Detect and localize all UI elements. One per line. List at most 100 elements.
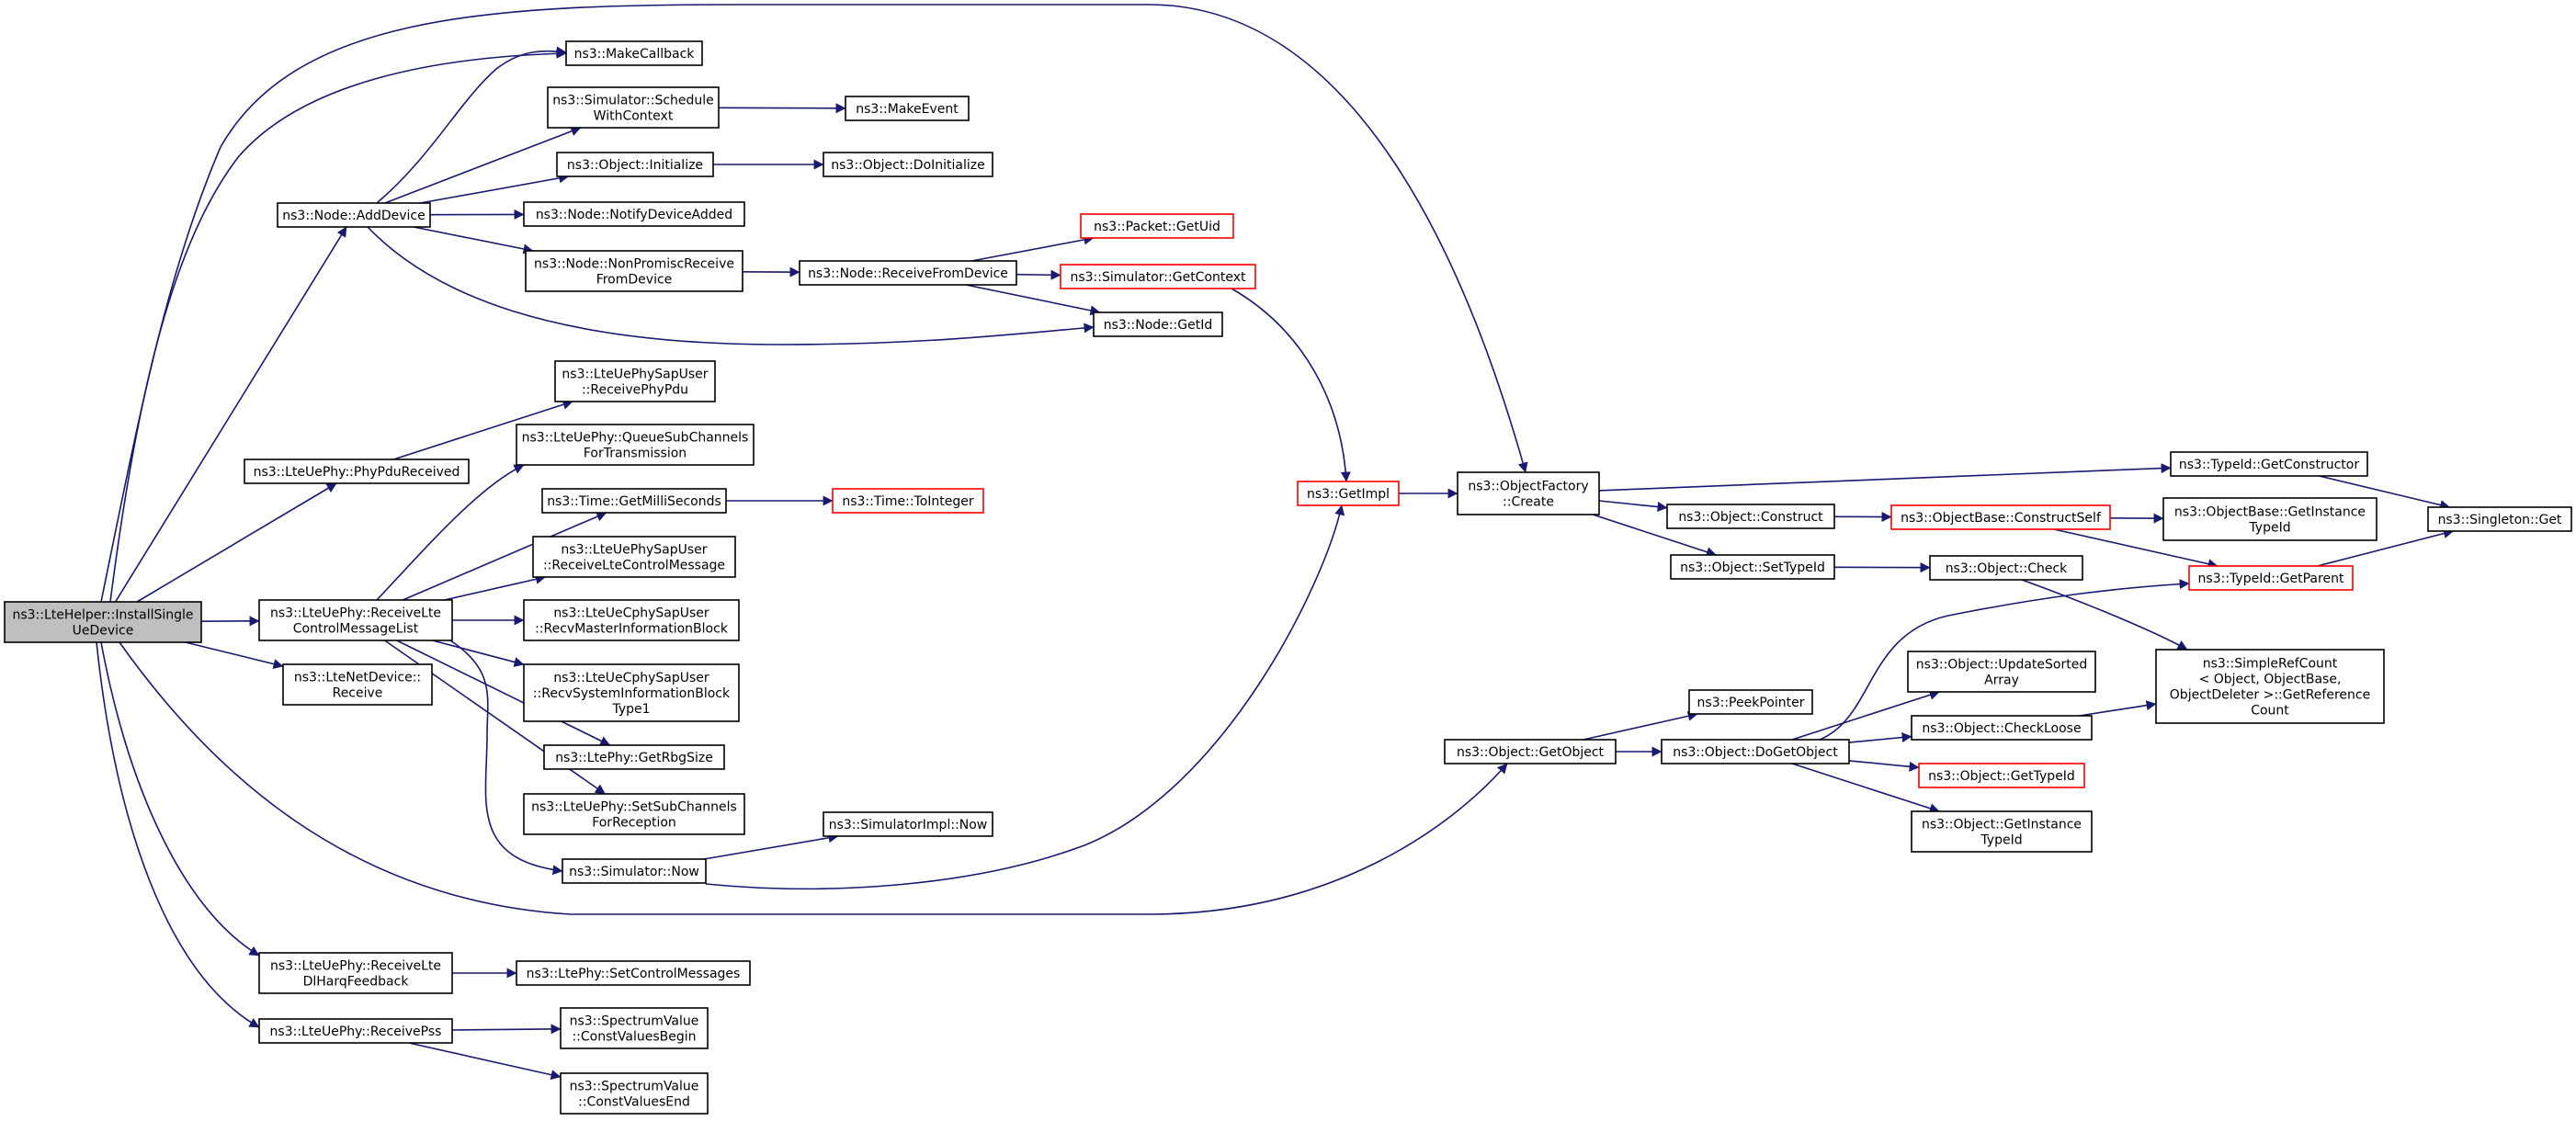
node-box[interactable] [1688, 689, 1813, 715]
node-box[interactable] [516, 960, 751, 986]
node-box[interactable] [1911, 715, 2093, 741]
node-box[interactable] [1890, 504, 2111, 530]
node-objectInitialize[interactable]: ns3::Object::Initialize [556, 152, 714, 177]
node-box[interactable] [1080, 213, 1234, 239]
node-box[interactable] [2162, 497, 2377, 541]
node-box[interactable] [2188, 565, 2354, 591]
node-box[interactable] [277, 202, 431, 228]
node-box[interactable] [1661, 739, 1850, 764]
node-box[interactable] [560, 1007, 709, 1049]
node-setSubChannels[interactable]: ns3::LteUePhy::SetSubChannelsForReceptio… [523, 793, 745, 835]
node-box[interactable] [543, 744, 725, 770]
node-box[interactable] [562, 858, 707, 884]
node-box[interactable] [2427, 506, 2572, 532]
node-constructSelf[interactable]: ns3::ObjectBase::ConstructSelf [1890, 504, 2111, 530]
node-makeCallback[interactable]: ns3::MakeCallback [565, 40, 703, 66]
node-box[interactable] [532, 536, 736, 578]
node-makeEvent[interactable]: ns3::MakeEvent [845, 96, 970, 121]
node-simulatorNow[interactable]: ns3::Simulator::Now [562, 858, 707, 884]
node-box[interactable] [1444, 739, 1617, 764]
node-box[interactable] [4, 601, 202, 643]
node-singletonGet[interactable]: ns3::Singleton::Get [2427, 506, 2572, 532]
node-packetGetUid[interactable]: ns3::Packet::GetUid [1080, 213, 1234, 239]
node-simpleRefCount[interactable]: ns3::SimpleRefCount< Object, ObjectBase,… [2155, 649, 2385, 724]
node-box[interactable] [1911, 810, 2093, 853]
node-box[interactable] [799, 260, 1017, 286]
node-box[interactable] [523, 599, 740, 641]
node-getMilliSeconds[interactable]: ns3::Time::GetMilliSeconds [541, 488, 727, 514]
node-doGetObject[interactable]: ns3::Object::DoGetObject [1661, 739, 1850, 764]
node-timeToInteger[interactable]: ns3::Time::ToInteger [832, 488, 984, 514]
node-box[interactable] [1929, 555, 2083, 581]
node-receiveFromDevice[interactable]: ns3::Node::ReceiveFromDevice [799, 260, 1017, 286]
node-box[interactable] [258, 1018, 453, 1044]
node-objectConstruct[interactable]: ns3::Object::Construct [1666, 504, 1835, 529]
node-box[interactable] [1297, 481, 1400, 506]
node-box[interactable] [523, 663, 740, 722]
node-typeIdGetConstructor[interactable]: ns3::TypeId::GetConstructor [2170, 451, 2368, 477]
node-setControlMessages[interactable]: ns3::LtePhy::SetControlMessages [516, 960, 751, 986]
node-box[interactable] [2155, 649, 2385, 724]
node-simGetContext[interactable]: ns3::Simulator::GetContext [1060, 264, 1256, 289]
node-box[interactable] [823, 811, 993, 837]
node-doInitialize[interactable]: ns3::Object::DoInitialize [823, 152, 993, 177]
node-box[interactable] [823, 152, 993, 177]
node-objectGetTypeId[interactable]: ns3::Object::GetTypeId [1918, 763, 2085, 788]
node-box[interactable] [525, 250, 743, 292]
node-notifyDeviceAdded[interactable]: ns3::Node::NotifyDeviceAdded [523, 201, 745, 227]
node-nodeGetId[interactable]: ns3::Node::GetId [1093, 311, 1223, 337]
node-receivePhyPdu[interactable]: ns3::LteUePhySapUser::ReceivePhyPdu [554, 360, 716, 402]
node-box[interactable] [258, 599, 453, 641]
node-box[interactable] [1666, 504, 1835, 529]
node-box[interactable] [282, 663, 433, 706]
node-box[interactable] [1670, 554, 1835, 580]
node-receiveLteCtrl[interactable]: ns3::LteUePhy::ReceiveLteControlMessageL… [258, 599, 453, 641]
node-box[interactable] [1907, 651, 2096, 693]
node-receivePss[interactable]: ns3::LteUePhy::ReceivePss [258, 1018, 453, 1044]
node-box[interactable] [258, 952, 453, 994]
node-objectFactoryCreate[interactable]: ns3::ObjectFactory::Create [1457, 471, 1600, 515]
node-box[interactable] [541, 488, 727, 514]
node-objectSetTypeId[interactable]: ns3::Object::SetTypeId [1670, 554, 1835, 580]
node-constValuesEnd[interactable]: ns3::SpectrumValue::ConstValuesEnd [560, 1072, 709, 1115]
node-box[interactable] [1457, 471, 1600, 515]
node-box[interactable] [845, 96, 970, 121]
node-box[interactable] [556, 152, 714, 177]
node-objectCheck[interactable]: ns3::Object::Check [1929, 555, 2083, 581]
node-box[interactable] [516, 424, 755, 466]
node-recvMib[interactable]: ns3::LteUeCphySapUser::RecvMasterInforma… [523, 599, 740, 641]
node-lteNetDeviceReceive[interactable]: ns3::LteNetDevice::Receive [282, 663, 433, 706]
node-checkLoose[interactable]: ns3::Object::CheckLoose [1911, 715, 2093, 741]
node-queueSubChannels[interactable]: ns3::LteUePhy::QueueSubChannelsForTransm… [516, 424, 755, 466]
node-box[interactable] [523, 201, 745, 227]
node-box[interactable] [554, 360, 716, 402]
node-box[interactable] [523, 793, 745, 835]
node-box[interactable] [560, 1072, 709, 1115]
node-getImpl[interactable]: ns3::GetImpl [1297, 481, 1400, 506]
node-box[interactable] [832, 488, 984, 514]
node-box[interactable] [1060, 264, 1256, 289]
node-receiveLteControlMessage[interactable]: ns3::LteUePhySapUser::ReceiveLteControlM… [532, 536, 736, 578]
node-getRbgSize[interactable]: ns3::LtePhy::GetRbgSize [543, 744, 725, 770]
node-box[interactable] [244, 459, 470, 484]
node-box[interactable] [1093, 311, 1223, 337]
node-box[interactable] [1918, 763, 2085, 788]
node-typeIdGetParent[interactable]: ns3::TypeId::GetParent [2188, 565, 2354, 591]
node-simulatorImplNow[interactable]: ns3::SimulatorImpl::Now [823, 811, 993, 837]
node-recvSib1[interactable]: ns3::LteUeCphySapUser::RecvSystemInforma… [523, 663, 740, 722]
node-getObject[interactable]: ns3::Object::GetObject [1444, 739, 1617, 764]
node-box[interactable] [547, 86, 720, 129]
node-peekPointer[interactable]: ns3::PeekPointer [1688, 689, 1813, 715]
node-box[interactable] [565, 40, 703, 66]
node-constValuesBegin[interactable]: ns3::SpectrumValue::ConstValuesBegin [560, 1007, 709, 1049]
node-phyPduReceived[interactable]: ns3::LteUePhy::PhyPduReceived [244, 459, 470, 484]
node-addDevice[interactable]: ns3::Node::AddDevice [277, 202, 431, 228]
node-box[interactable] [2170, 451, 2368, 477]
